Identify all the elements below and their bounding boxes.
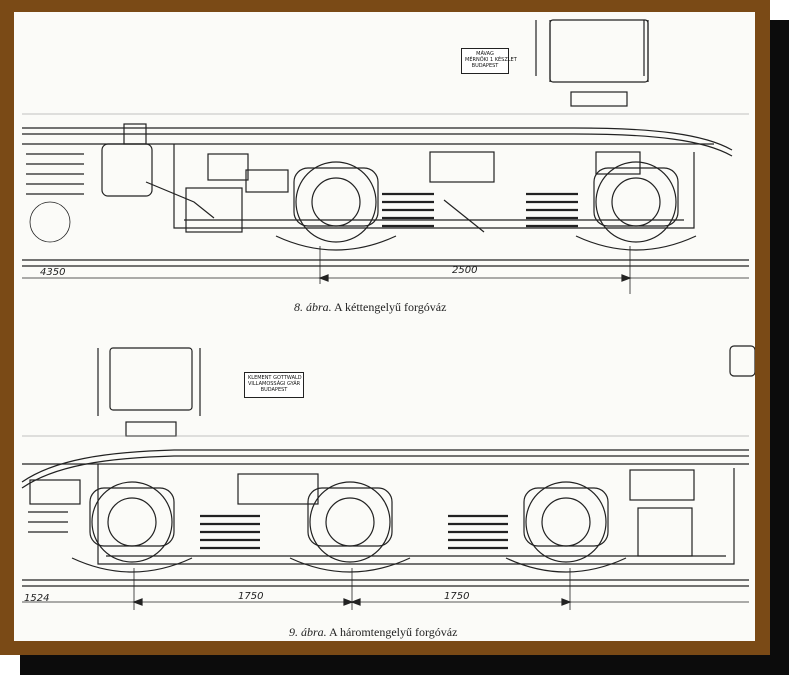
dimension-label: 1750 bbox=[238, 591, 264, 602]
figure-9-drawing bbox=[21, 345, 755, 610]
dimension-label: 1524 bbox=[24, 593, 50, 604]
figure-number: 9. ábra. bbox=[289, 625, 327, 639]
figure-8-drawing bbox=[22, 19, 749, 294]
plate-line: MÁVAG bbox=[476, 51, 494, 57]
plate-line: VILLAMOSSÁGI GYÁR bbox=[248, 381, 301, 387]
plate-line: BUDAPEST bbox=[471, 63, 499, 69]
figure-8-caption: 8. ábra. A kéttengelyű forgóváz bbox=[294, 300, 446, 315]
figure-number: 8. ábra. bbox=[294, 300, 332, 314]
figure-title: A kéttengelyű forgóváz bbox=[331, 300, 447, 314]
scanned-page: MÁVAG MÉRNÖKI 1 KÉSZLET BUDAPEST 4350 25… bbox=[14, 12, 755, 641]
frame-shadow-bottom bbox=[20, 655, 789, 675]
dimension-label: 2500 bbox=[452, 265, 478, 276]
figure-title: A háromtengelyű forgóváz bbox=[326, 625, 458, 639]
dimension-label: 4350 bbox=[40, 267, 66, 278]
maker-plate-figure-8: MÁVAG MÉRNÖKI 1 KÉSZLET BUDAPEST bbox=[461, 48, 517, 74]
dimension-label: 1750 bbox=[444, 591, 470, 602]
bogie-drawings bbox=[21, 19, 755, 610]
plate-line: BUDAPEST bbox=[260, 387, 288, 393]
frame-shadow-right bbox=[770, 20, 789, 675]
plate-line: KLEMENT GOTTWALD bbox=[248, 375, 302, 381]
maker-plate-figure-9: KLEMENT GOTTWALD VILLAMOSSÁGI GYÁR BUDAP… bbox=[244, 372, 304, 398]
plate-line: MÉRNÖKI 1 KÉSZLET bbox=[465, 57, 517, 63]
figure-9-caption: 9. ábra. A háromtengelyű forgóváz bbox=[289, 625, 457, 640]
